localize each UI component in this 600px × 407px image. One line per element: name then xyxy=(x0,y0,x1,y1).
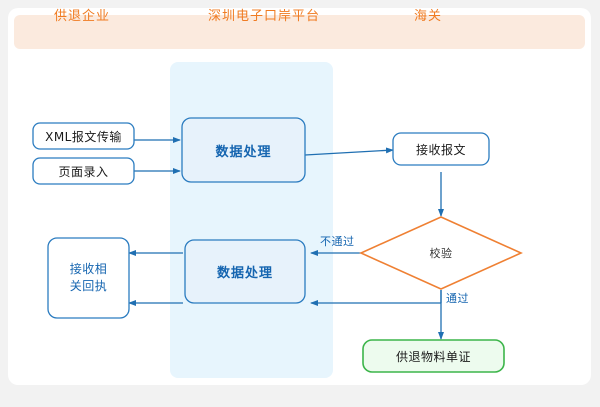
platform-lane-band xyxy=(170,62,333,378)
swimlane-title-customs: 海关 xyxy=(413,9,442,24)
edge-dp1-to-receive xyxy=(304,147,394,156)
node-receive-message[interactable] xyxy=(392,132,490,166)
edge-label-verify-fail: 不通过 xyxy=(320,235,355,248)
node-xml-transfer[interactable] xyxy=(32,122,135,150)
swimlane-title-supplier: 供退企业 xyxy=(53,9,110,24)
node-data-process-1[interactable] xyxy=(181,117,306,183)
swimlane-header-bar xyxy=(14,15,585,49)
node-supply-return-doc[interactable] xyxy=(362,339,505,373)
swimlane-title-platform: 深圳电子口岸平台 xyxy=(207,9,320,24)
edge-label-verify-pass: 通过 xyxy=(446,292,469,305)
node-data-process-2[interactable] xyxy=(184,239,306,304)
node-verify-decision[interactable] xyxy=(359,216,523,290)
node-page-entry[interactable] xyxy=(32,157,135,185)
node-receive-receipt[interactable] xyxy=(47,237,130,319)
